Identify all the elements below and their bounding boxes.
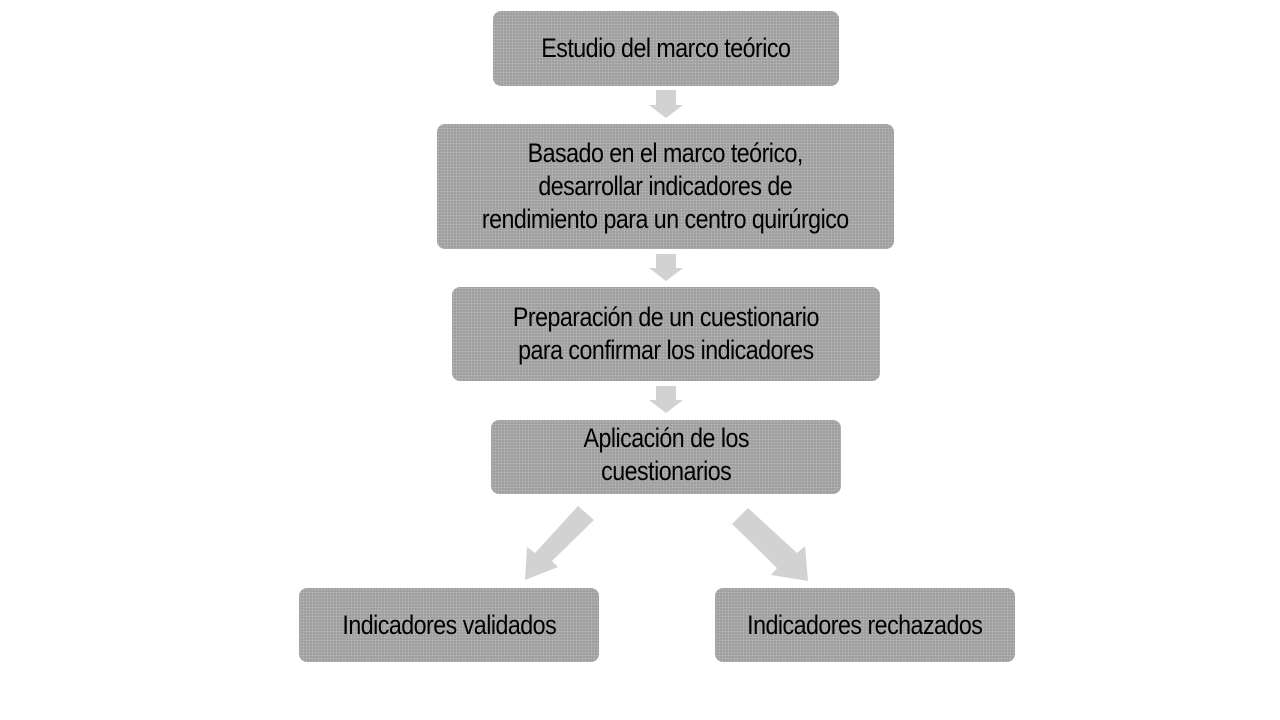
outcome-label-validated: Indicadores validados — [342, 609, 556, 640]
diagonal-arrow-right — [732, 508, 808, 581]
step-box-develop-indicators: Basado en el marco teórico, desarrollar … — [437, 124, 894, 249]
down-arrow-2 — [649, 254, 683, 281]
diagonal-arrow-left — [525, 506, 594, 580]
step-label-develop-indicators: Basado en el marco teórico, desarrollar … — [482, 138, 849, 234]
step-label-theory-study: Estudio del marco teórico — [541, 33, 791, 63]
outcome-box-validated: Indicadores validados — [299, 588, 599, 662]
down-arrow-3 — [649, 386, 683, 413]
step-label-prepare-questionnaire: Preparación de un cuestionario para conf… — [513, 302, 819, 365]
outcome-box-rejected: Indicadores rechazados — [715, 588, 1015, 662]
down-arrow-1 — [649, 90, 683, 118]
step-box-apply-questionnaires: Aplicación de los cuestionarios — [491, 420, 841, 494]
step-label-apply-questionnaires: Aplicación de los cuestionarios — [583, 423, 749, 486]
outcome-label-rejected: Indicadores rechazados — [747, 609, 983, 640]
step-box-prepare-questionnaire: Preparación de un cuestionario para conf… — [452, 287, 880, 381]
step-box-theory-study: Estudio del marco teórico — [493, 11, 839, 86]
